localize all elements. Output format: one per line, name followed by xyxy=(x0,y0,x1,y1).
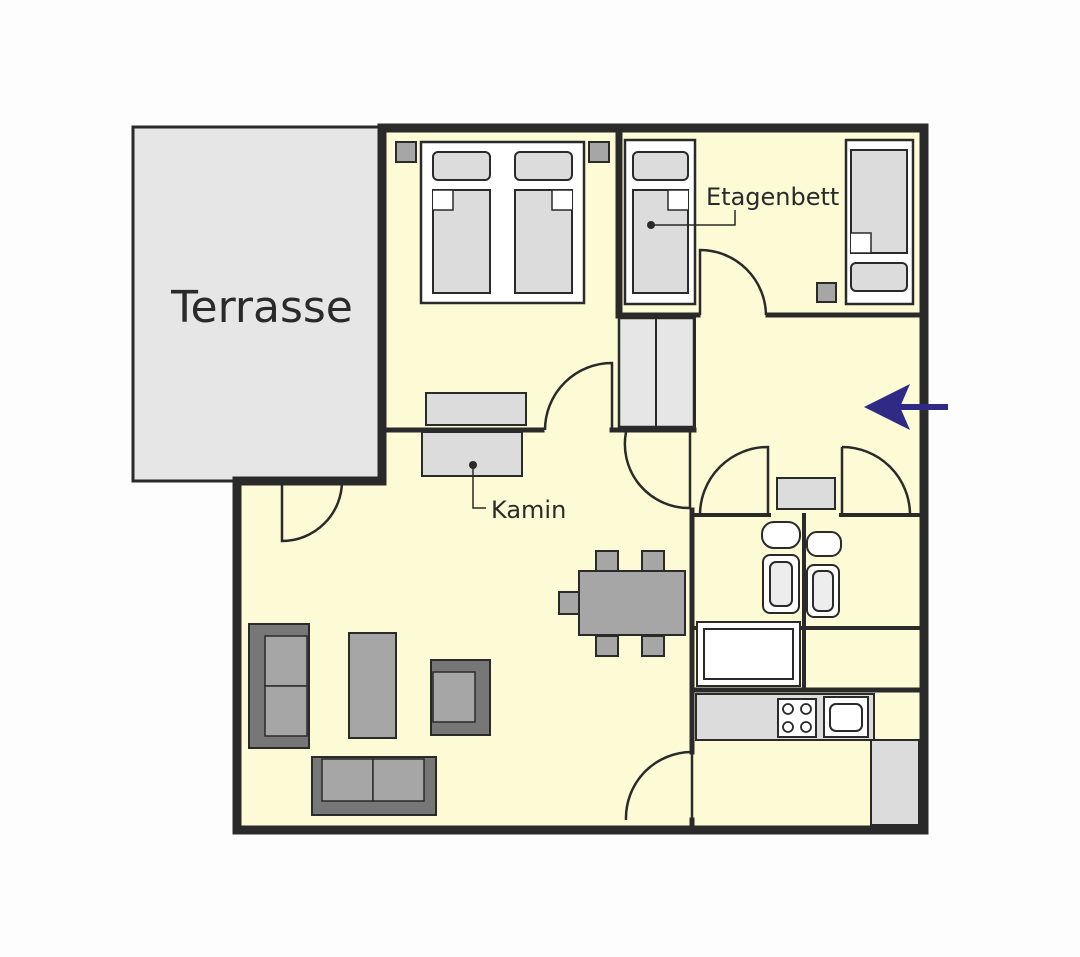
fireplace-callout xyxy=(469,461,486,509)
fireplace xyxy=(421,431,523,477)
terrace-label: Terrasse xyxy=(170,282,353,333)
toilet xyxy=(761,521,842,618)
walls xyxy=(232,123,929,835)
sink-icon xyxy=(823,696,869,738)
doors xyxy=(280,248,912,821)
sofa-left xyxy=(248,623,310,749)
bedroom-door xyxy=(543,361,614,431)
terrace-door xyxy=(280,480,344,543)
nightstand xyxy=(395,141,417,163)
bunk-bed-callout xyxy=(647,210,736,229)
single-bed xyxy=(844,138,915,306)
double-bed xyxy=(419,140,586,305)
stove-icon xyxy=(777,698,817,738)
bathroom-cabinet xyxy=(776,477,836,510)
armchair xyxy=(430,659,491,736)
bunk-bed-label: Etagenbett xyxy=(706,183,839,211)
nightstand xyxy=(588,141,610,163)
dining-table xyxy=(558,550,686,657)
bunkroom-door xyxy=(698,248,768,316)
bunk-bed xyxy=(623,138,697,306)
sofa-bottom xyxy=(311,756,437,816)
dresser xyxy=(425,392,527,426)
closet xyxy=(617,316,696,429)
coffee-table xyxy=(348,632,397,739)
entrance-arrow-icon xyxy=(864,384,948,430)
bathroom-door-left xyxy=(698,445,770,516)
bathtub xyxy=(696,621,801,687)
fireplace-label: Kamin xyxy=(491,496,566,524)
nightstand xyxy=(816,282,837,303)
kitchen-door xyxy=(624,750,694,821)
hall-door xyxy=(623,431,692,510)
bathroom-door-right xyxy=(840,445,912,516)
